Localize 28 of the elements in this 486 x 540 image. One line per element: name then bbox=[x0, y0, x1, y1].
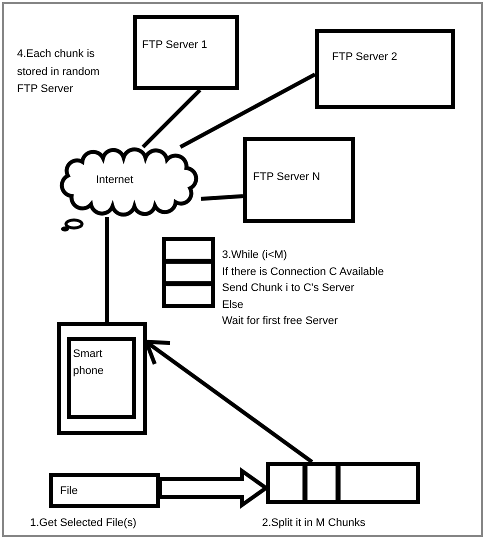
server-box bbox=[133, 15, 239, 90]
node-label: Smart phone bbox=[73, 347, 105, 379]
connector-line bbox=[142, 88, 202, 148]
connector-line bbox=[105, 217, 109, 322]
server-box bbox=[315, 29, 455, 109]
file-box bbox=[49, 473, 160, 508]
caption-text: Send Chunk i to C's Server bbox=[222, 282, 354, 296]
connector-line bbox=[200, 194, 244, 201]
node-label: FTP Server N bbox=[253, 171, 320, 184]
internet-cloud bbox=[57, 147, 201, 217]
caption-text: If there is Connection C Available bbox=[222, 266, 384, 279]
caption-text: Wait for first free Server bbox=[222, 315, 338, 328]
node-label: File bbox=[60, 485, 78, 498]
caption-text: 3.While (i<M) bbox=[222, 249, 288, 262]
arrow bbox=[144, 340, 314, 464]
caption-text: 2.Split it in M Chunks bbox=[262, 517, 366, 530]
note-text: 4.Each chunk is stored in random FTP Server bbox=[17, 47, 101, 97]
slot-stack bbox=[162, 237, 215, 308]
caption-text: Else bbox=[222, 298, 244, 312]
node-label: FTP Server 2 bbox=[332, 51, 398, 64]
phone-frame bbox=[57, 322, 147, 435]
phone-screen bbox=[67, 337, 136, 419]
caption-text: 1.Get Selected File(s) bbox=[30, 517, 136, 530]
node-label: Internet bbox=[96, 174, 134, 187]
chunk-bar bbox=[266, 462, 420, 504]
server-box bbox=[243, 137, 355, 223]
node-label: FTP Server 1 bbox=[142, 39, 208, 52]
connector-line bbox=[179, 72, 316, 149]
